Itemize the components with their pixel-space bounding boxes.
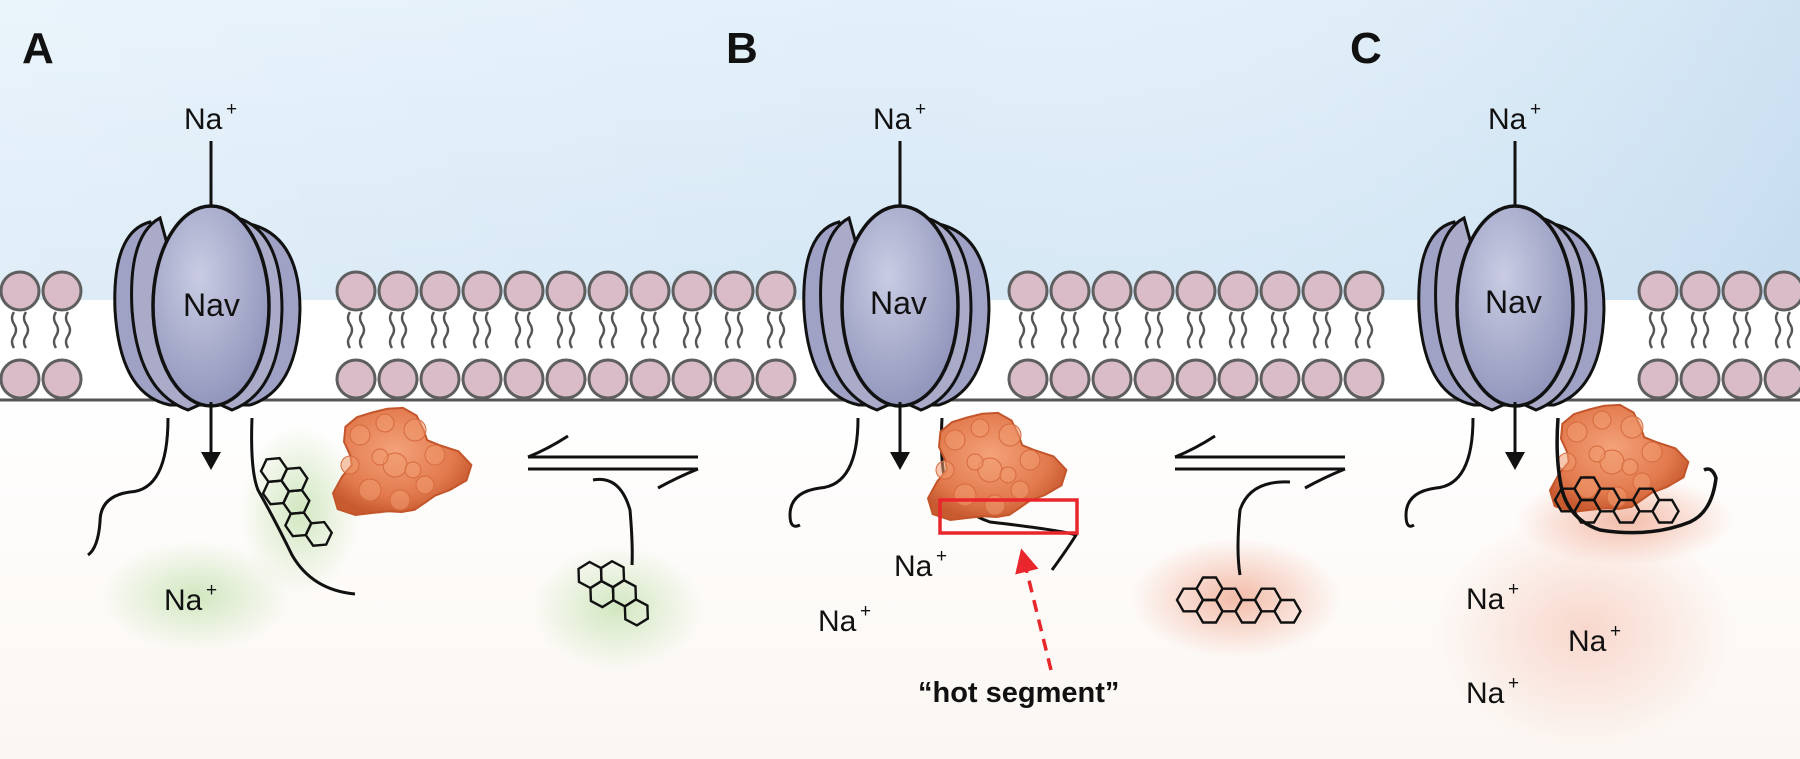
c-terminal-tail [1555,417,1718,535]
channel-label: Nav [1485,284,1542,320]
hot-segment-label: “hot segment” [918,677,1119,709]
nav-channel-icon [1417,204,1606,412]
ligand-ring [304,520,334,547]
ion-na-inside: Na + [1568,621,1621,658]
protein-bump [1566,421,1588,443]
panel-c: C Na + Nav Na + Na + Na + [1350,24,1718,710]
svg-text:+: + [1530,99,1541,120]
panel-label: B [726,24,758,73]
protein-bump [424,444,446,466]
svg-text:Na: Na [1488,103,1527,136]
ion-na-inside: Na + [818,601,871,638]
nav-channel-icon [802,204,991,412]
c-terminal-tail [250,417,356,596]
ion-na-inside: Na + [1466,579,1519,616]
protein-bump [358,478,382,502]
panel-label: C [1350,24,1382,73]
n-terminal-tail [1404,417,1475,528]
panel-a: A Na + Nav Na + [22,24,473,617]
protein-bump [1632,472,1652,492]
protein-bump [403,418,427,442]
ion-na-top: Na + [1488,99,1541,136]
svg-text:Na: Na [818,605,857,638]
panel-label: A [22,24,54,73]
aromatic-ligand-icon [577,559,650,627]
protein-surface-icon [926,411,1068,522]
ion-na-top: Na + [184,99,237,136]
svg-text:Na: Na [1466,677,1505,710]
panel-b: B Na + Nav “hot segment” Na + Na + [726,24,1119,709]
protein-bump [371,448,389,466]
svg-text:Na: Na [164,584,203,617]
protein-bump [999,466,1017,484]
protein-bump [970,418,990,438]
svg-text:Na: Na [894,550,933,583]
ion-na-top: Na + [873,99,926,136]
protein-bump [1620,415,1644,439]
n-terminal-tail [788,417,860,528]
svg-text:Na: Na [1568,625,1607,658]
protein-bump [1621,458,1639,476]
svg-text:+: + [226,99,237,120]
protein-bump [1010,480,1030,500]
equilibrium-arrow-icon [527,434,699,566]
protein-bump [389,489,411,511]
channel-label: Nav [870,285,927,321]
ligand-ring [1651,498,1680,524]
svg-text:+: + [206,580,217,601]
svg-text:+: + [1610,621,1621,642]
protein-bump [404,461,422,479]
svg-text:Na: Na [184,103,223,136]
protein-bump [349,424,371,446]
svg-text:+: + [860,601,871,622]
nav-channel-icon [113,204,302,412]
svg-text:+: + [1508,673,1519,694]
hot-segment-box [938,498,1079,535]
protein-bump [935,460,955,480]
protein-bump [1557,452,1577,472]
ion-na-inside: Na + [894,546,947,583]
ion-na-inside: Na + [164,580,217,617]
channel-label: Nav [183,287,240,323]
ligand-glows [101,425,1735,750]
protein-bump [998,423,1022,447]
svg-text:+: + [936,546,947,567]
protein-bump [953,483,977,507]
ion-na-inside: Na + [1466,673,1519,710]
protein-surface-icon [1548,403,1690,514]
protein-bump [340,455,360,475]
aromatic-ligand-icon [1175,576,1302,624]
protein-bump [1588,445,1606,463]
svg-text:Na: Na [1466,583,1505,616]
equilibrium-arrow-icon [1174,434,1346,576]
svg-text:Na: Na [873,103,912,136]
protein-bump [1019,449,1041,471]
ligand-ring [1273,598,1302,624]
protein-bump [984,494,1006,516]
protein-bump [375,413,395,433]
svg-text:+: + [1508,579,1519,600]
protein-bump [966,453,984,471]
svg-text:+: + [915,99,926,120]
protein-bump [415,475,435,495]
n-terminal-tail [87,417,170,557]
protein-bump [1641,441,1663,463]
aromatic-ligand-icon [259,456,334,547]
ligand-ring [623,598,650,627]
lipid-bilayer-icon [0,270,1800,402]
protein-bump [944,429,966,451]
protein-surface-icon [331,406,473,517]
protein-bump [1592,410,1612,430]
